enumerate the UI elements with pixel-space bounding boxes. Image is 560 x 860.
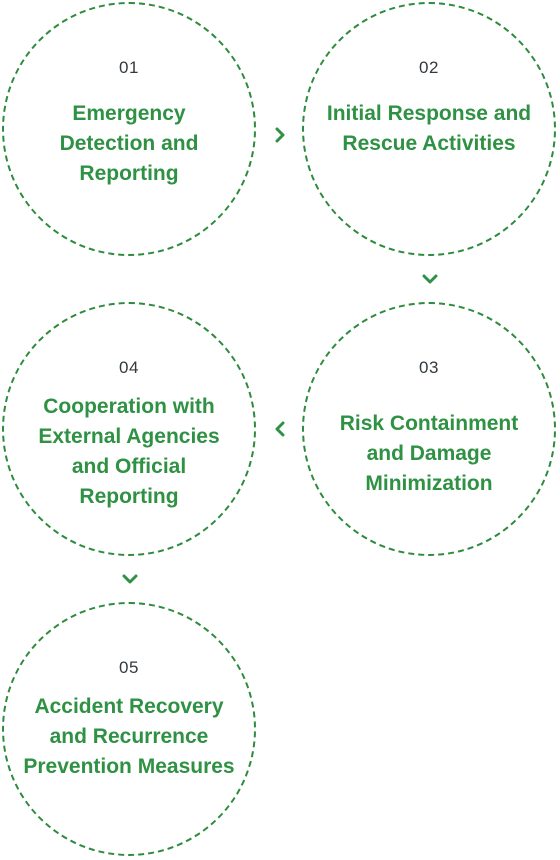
step-title: Risk Containment and Damage Minimization [339, 412, 519, 495]
step-circle-3: 03 Risk Containment and Damage Minimizat… [302, 302, 556, 556]
step-number: 02 [419, 58, 439, 77]
step-number: 03 [419, 358, 439, 377]
step-title: Cooperation with External Agencies and O… [38, 395, 220, 508]
step-number: 01 [119, 58, 139, 77]
chevron-down-icon [422, 271, 438, 287]
step-title: Initial Response and Rescue Activities [326, 102, 532, 155]
step-circle-1: 01 Emergency Detection and Reporting [2, 2, 256, 256]
step-number: 05 [119, 658, 139, 677]
step-number: 04 [119, 358, 139, 377]
step-circle-4: 04 Cooperation with External Agencies an… [2, 302, 256, 556]
chevron-down-icon [122, 571, 138, 587]
chevron-left-icon [272, 421, 288, 437]
step-title: Emergency Detection and Reporting [59, 102, 199, 185]
chevron-right-icon [272, 127, 288, 143]
step-title: Accident Recovery and Recurrence Prevent… [23, 695, 235, 778]
step-circle-2: 02 Initial Response and Rescue Activitie… [302, 2, 556, 256]
step-circle-5: 05 Accident Recovery and Recurrence Prev… [2, 602, 256, 856]
